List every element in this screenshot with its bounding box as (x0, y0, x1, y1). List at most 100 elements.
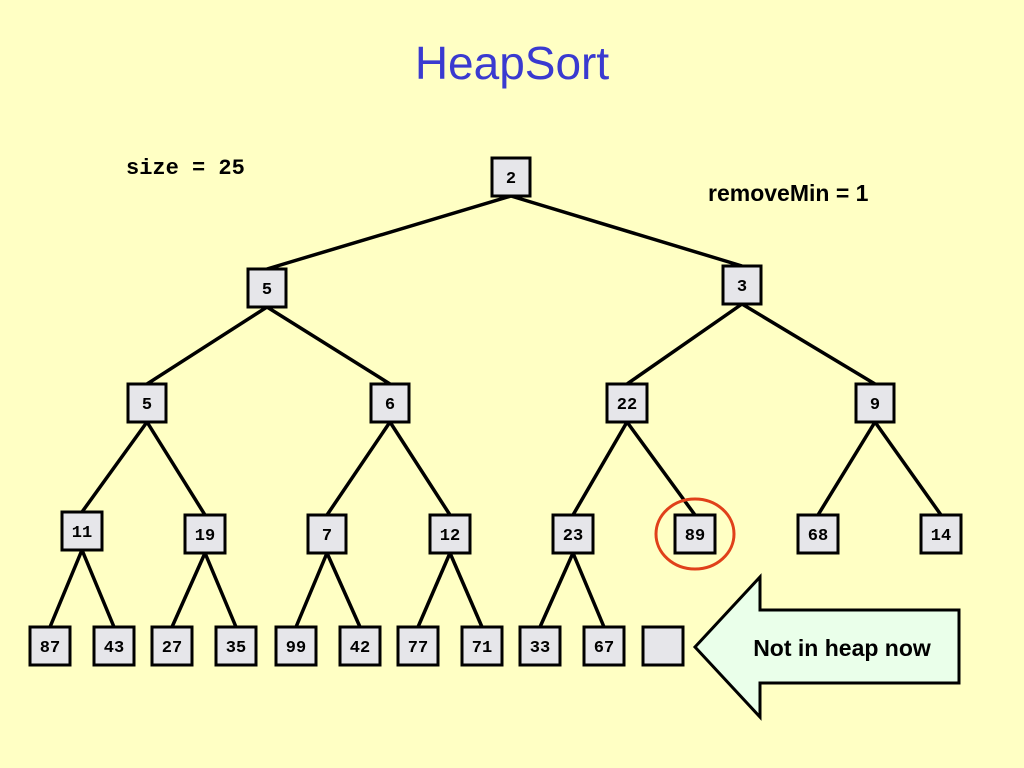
node-value: 22 (617, 396, 637, 415)
node-value: 12 (440, 527, 460, 546)
node-box (551, 513, 595, 555)
node-value: 6 (385, 396, 395, 415)
tree-edge (266, 305, 391, 386)
heap-node: 27 (150, 625, 194, 667)
tree-edge (416, 552, 452, 628)
arrow-label: Not in heap now (753, 635, 931, 661)
node-box (518, 625, 562, 667)
node-box (605, 382, 649, 424)
node-box (126, 382, 168, 424)
heap-node: 12 (428, 513, 472, 555)
node-box (490, 156, 532, 198)
tree-edge (626, 302, 743, 386)
node-value: 87 (40, 639, 60, 658)
tree-edge (146, 305, 268, 386)
empty-slot-node (641, 625, 685, 667)
node-value: 7 (322, 527, 332, 546)
tree-edge (538, 552, 575, 628)
node-value: 23 (563, 527, 583, 546)
node-value: 89 (685, 527, 705, 546)
heap-node: 43 (92, 625, 136, 667)
left-arrow-icon (692, 573, 961, 721)
heap-node: 5 (126, 382, 168, 424)
node-box (150, 625, 194, 667)
node-value: 33 (530, 639, 550, 658)
heap-node: 35 (214, 625, 258, 667)
node-box (214, 625, 258, 667)
node-box (396, 625, 440, 667)
node-box (338, 625, 382, 667)
node-value: 68 (808, 527, 828, 546)
node-box (854, 382, 896, 424)
node-box (369, 382, 411, 424)
node-box (60, 510, 104, 552)
node-value: 11 (72, 524, 92, 543)
tree-edge (294, 552, 329, 628)
node-value: 42 (350, 639, 370, 658)
node-box (183, 513, 227, 555)
heap-node: 68 (796, 513, 840, 555)
node-value: 67 (594, 639, 614, 658)
node-box (919, 513, 963, 555)
heap-node: 19 (183, 513, 227, 555)
heap-node: 5 (246, 267, 288, 309)
node-box (428, 513, 472, 555)
heap-node: 7 (306, 513, 348, 555)
tree-edge (741, 302, 876, 386)
node-box (28, 625, 72, 667)
heap-node: 33 (518, 625, 562, 667)
heap-node: 99 (274, 625, 318, 667)
heap-node: 77 (396, 625, 440, 667)
node-value: 43 (104, 639, 124, 658)
heap-node: 2 (490, 156, 532, 198)
node-box (92, 625, 136, 667)
heap-node: 42 (338, 625, 382, 667)
node-value: 77 (408, 639, 428, 658)
node-value: 5 (262, 281, 272, 300)
page-title: HeapSort (414, 37, 610, 89)
node-box (460, 625, 504, 667)
tree-edge (816, 421, 877, 516)
tree-edge (325, 552, 362, 628)
tree-edge (203, 552, 238, 628)
heap-node: 3 (721, 264, 763, 306)
tree-edge (571, 552, 606, 628)
tree-edge (80, 420, 149, 514)
node-value: 35 (226, 639, 246, 658)
node-value: 19 (195, 527, 215, 546)
heap-node: 89 (673, 513, 717, 555)
node-value: 71 (472, 639, 492, 658)
tree-edge (145, 421, 207, 516)
tree-edges (48, 194, 943, 628)
node-box (721, 264, 763, 306)
heap-node: 23 (551, 513, 595, 555)
size-label: size = 25 (126, 156, 245, 181)
highlight-circle (654, 497, 736, 571)
tree-edge (510, 194, 743, 268)
heap-node: 6 (369, 382, 411, 424)
node-box (246, 267, 288, 309)
node-value: 27 (162, 639, 182, 658)
node-value: 2 (506, 170, 516, 189)
heap-node: 22 (605, 382, 649, 424)
heap-node: 14 (919, 513, 963, 555)
heap-node: 67 (582, 625, 626, 667)
node-box (582, 625, 626, 667)
node-box (796, 513, 840, 555)
remove-min-label: removeMin = 1 (708, 180, 869, 206)
tree-edge (571, 421, 629, 516)
heap-node: 71 (460, 625, 504, 667)
not-in-heap-arrow: Not in heap now (692, 573, 961, 721)
heap-node: 9 (854, 382, 896, 424)
tree-edge (873, 420, 943, 517)
tree-edge (325, 421, 392, 516)
node-box (673, 513, 717, 555)
heap-node: 87 (28, 625, 72, 667)
heap-node: 11 (60, 510, 104, 552)
node-box (274, 625, 318, 667)
tree-edge (266, 194, 512, 271)
tree-edge (388, 421, 452, 516)
tree-edge (170, 552, 207, 628)
